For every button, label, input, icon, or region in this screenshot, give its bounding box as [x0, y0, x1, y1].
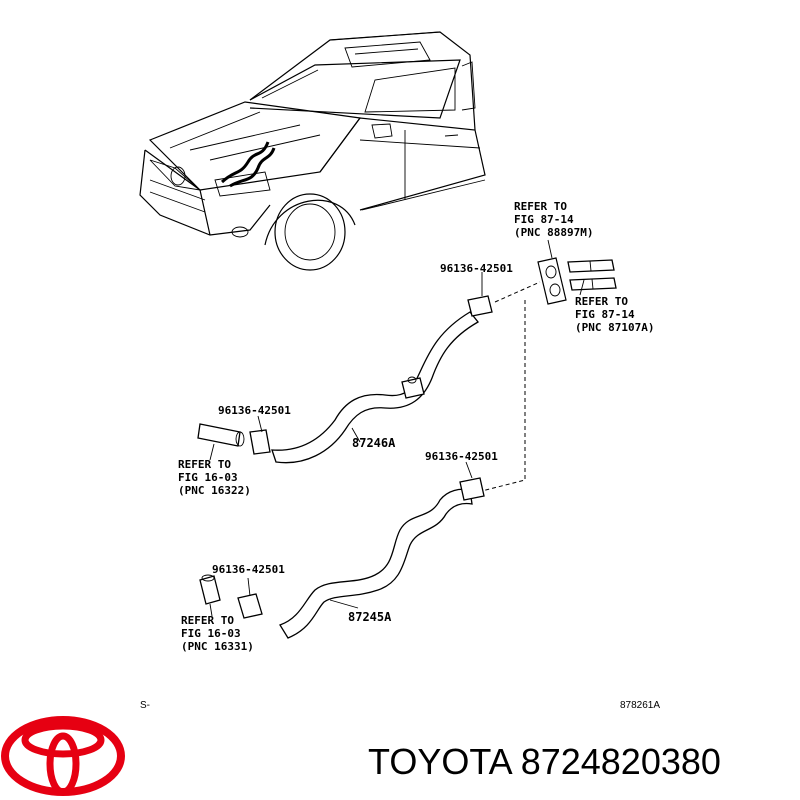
clamp-label-3: 96136-42501 [425, 450, 498, 463]
heater-unit-fitting [537, 257, 617, 305]
hose-87245a [279, 477, 485, 639]
refer-low-line-2: FIG 16-03 [181, 627, 241, 640]
hose-upper-label: 87246A [352, 436, 396, 450]
refer-right-line-1: REFER TO [575, 295, 628, 308]
refer-top-line-2: FIG 87-14 [514, 213, 574, 226]
footer-left-code: S- [140, 700, 150, 711]
clamp-label-1: 96136-42501 [440, 262, 513, 275]
clamp-label-4: 96136-42501 [212, 563, 285, 576]
refer-top-line-3: (PNC 88897M) [514, 226, 593, 239]
refer-right-line-2: FIG 87-14 [575, 308, 635, 321]
vehicle-illustration [139, 31, 486, 271]
engine-pipe-upper [197, 423, 271, 455]
brand-part-number: TOYOTA 8724820380 [368, 741, 721, 782]
refer-low-line-3: (PNC 16331) [181, 640, 254, 653]
hose-87246a [271, 295, 493, 464]
refer-mid-line-1: REFER TO [178, 458, 231, 471]
clamp-label-2: 96136-42501 [218, 404, 291, 417]
refer-mid-line-3: (PNC 16322) [178, 484, 251, 497]
refer-mid-line-2: FIG 16-03 [178, 471, 238, 484]
refer-right-line-3: (PNC 87107A) [575, 321, 654, 334]
hose-lower-label: 87245A [348, 610, 392, 624]
refer-low-line-1: REFER TO [181, 614, 234, 627]
toyota-logo-icon [1, 716, 125, 796]
engine-pipe-lower [199, 574, 263, 619]
footer-right-code: 878261A [620, 700, 660, 711]
refer-top-line-1: REFER TO [514, 200, 567, 213]
